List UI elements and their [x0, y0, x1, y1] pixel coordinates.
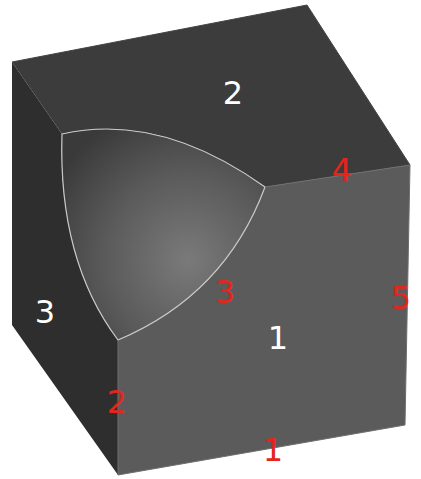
cutout-rim	[62, 129, 265, 340]
edge-number: 1	[263, 434, 283, 466]
spherical-cutout	[62, 129, 265, 340]
top-edges	[12, 5, 410, 165]
edge-number: 4	[332, 154, 352, 186]
face-number: 3	[35, 296, 55, 328]
edge-number: 5	[391, 282, 411, 314]
edge-number: 2	[107, 386, 127, 418]
face-number: 2	[223, 77, 243, 109]
face-number: 1	[268, 322, 288, 354]
front-edges	[118, 165, 410, 475]
edge-number: 3	[215, 276, 235, 308]
